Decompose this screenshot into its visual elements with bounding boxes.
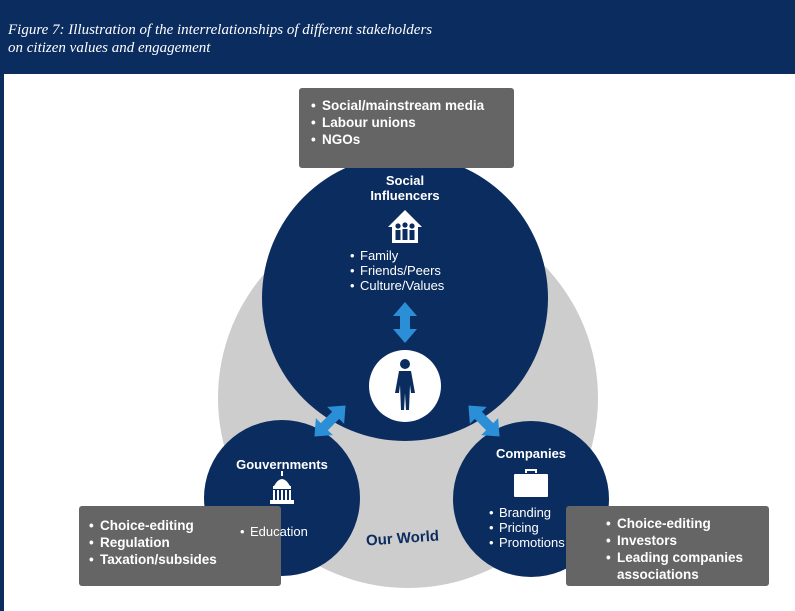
- government-box: Choice-editing Regulation Taxation/subsi…: [79, 506, 281, 586]
- companies-list: Branding Pricing Promotions: [489, 505, 589, 550]
- double-arrow-icon: [314, 405, 346, 437]
- list-item: Regulation: [89, 534, 275, 551]
- social-influencers-title: Social Influencers: [355, 173, 455, 203]
- list-item: Friends/Peers: [350, 263, 470, 278]
- list-item: Branding: [489, 505, 589, 520]
- figure-title: Figure 7: Illustration of the interrelat…: [8, 21, 608, 57]
- list-item: Family: [350, 248, 470, 263]
- social-title-line-1: Social: [385, 173, 425, 188]
- figure-header: Figure 7: Illustration of the interrelat…: [0, 0, 795, 74]
- list-item: Pricing: [489, 520, 589, 535]
- government-list: Education: [240, 524, 340, 539]
- list-item: Investors: [606, 532, 763, 549]
- capitol-icon: [270, 471, 294, 504]
- social-title-line-2: Influencers: [370, 188, 440, 203]
- double-arrow-icon: [468, 405, 500, 437]
- list-item: Education: [240, 524, 340, 539]
- list-item: Taxation/subsides: [89, 551, 275, 568]
- media-box: Social/mainstream media Labour unions NG…: [299, 88, 514, 168]
- double-arrow-icon: [393, 302, 417, 343]
- briefcase-icon: [514, 469, 548, 497]
- list-item: Choice-editing: [89, 517, 275, 534]
- companies-box: Choice-editing Investors Leading compani…: [566, 506, 769, 586]
- list-item: Labour unions: [311, 114, 506, 131]
- social-influencers-list: Family Friends/Peers Culture/Values: [350, 248, 470, 293]
- list-item: Choice-editing: [606, 515, 763, 532]
- social-influencers-circle: [262, 155, 548, 441]
- list-item: Leading companies associations: [606, 549, 763, 583]
- house-family-icon: [388, 210, 422, 243]
- government-title: Gouvernments: [236, 457, 328, 472]
- list-item: Promotions: [489, 535, 589, 550]
- figure-title-line-2: on citizen values and engagement: [8, 40, 211, 56]
- list-item: Culture/Values: [350, 278, 470, 293]
- list-item: Social/mainstream media: [311, 97, 506, 114]
- person-icon: [395, 359, 415, 410]
- list-item: NGOs: [311, 131, 506, 148]
- figure-title-line-1: Figure 7: Illustration of the interrelat…: [8, 22, 433, 38]
- companies-title: Companies: [495, 446, 567, 461]
